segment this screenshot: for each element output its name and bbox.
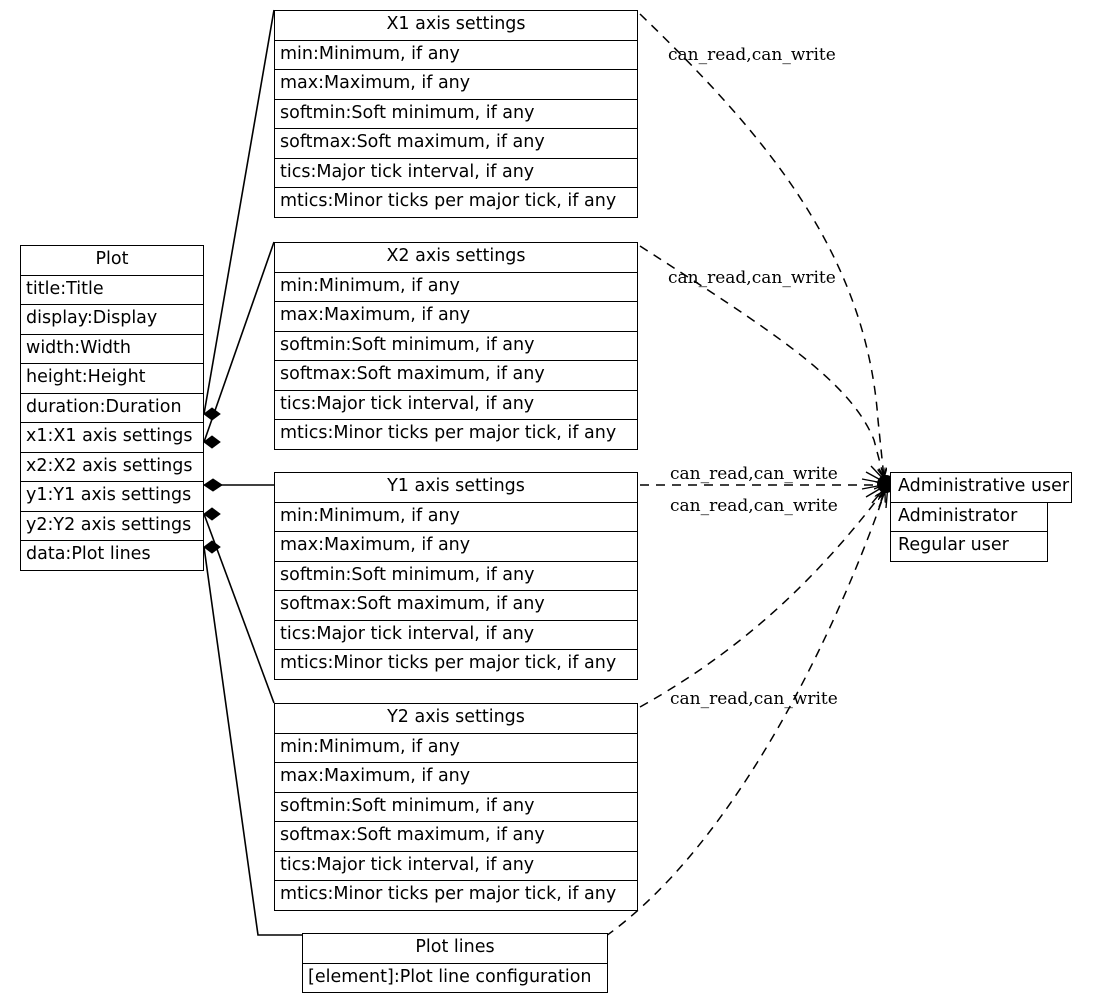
edge-label-x2-admin: can_read,can_write [668,268,836,288]
edge-label-y2-admin: can_read,can_write [670,496,838,516]
class-attr-y1-mtics: mtics:Minor ticks per major tick, if any [280,653,617,673]
class-attr-y2-softmax: softmax:Soft maximum, if any [275,822,637,852]
class-attr-y1-tics: tics:Major tick interval, if any [275,621,637,650]
class-box-y1-axis-settings[interactable]: Y1 axis settings min:Minimum, if any max… [274,472,638,680]
edge-label-x1-admin: can_read,can_write [668,45,836,65]
class-attr-adminuser-administrator: Administrator [890,502,1048,532]
class-attr-y1-min: min:Minimum, if any [275,503,637,532]
diamond-x1 [203,407,221,421]
class-attr-plot-data: data:Plot lines [26,544,151,564]
edge-label-plotlines-admin: can_read,can_write [670,689,838,709]
composition-diamonds [203,407,223,554]
edge-plot-x2 [203,241,275,443]
class-title-adminuser: Administrative user [890,472,1072,503]
diamond-y2 [203,507,221,521]
class-title-plotlines: Plot lines [303,934,607,964]
class-attr-x2-softmin: softmin:Soft minimum, if any [275,332,637,361]
class-attr-plot-height: height:Height [21,364,203,394]
class-title-y1: Y1 axis settings [275,473,637,503]
class-box-y2-axis-settings[interactable]: Y2 axis settings min:Minimum, if any max… [274,703,638,911]
diamond-y1 [203,478,223,492]
class-attr-plot-title: title:Title [21,276,203,305]
class-attr-plot-duration: duration:Duration [21,394,203,423]
edge-plot-y2 [203,513,275,704]
class-attr-plot-x1: x1:X1 axis settings [21,423,203,453]
class-attr-y2-min: min:Minimum, if any [275,734,637,763]
class-attr-plotlines-element: [element]:Plot line configuration [308,966,592,987]
class-attr-plot-x2: x2:X2 axis settings [21,453,203,482]
edge-y2-admin [639,491,884,708]
class-title-y2: Y2 axis settings [275,704,637,734]
class-attr-y2-max: max:Maximum, if any [275,763,637,793]
edge-x1-admin [639,13,884,478]
class-attr-plot-display: display:Display [21,305,203,335]
class-box-plot-lines[interactable]: Plot lines [element]:Plot line configura… [302,933,608,993]
class-attr-adminuser-regular-user: Regular user [890,532,1048,562]
class-attr-x2-max: max:Maximum, if any [275,302,637,332]
class-attr-x1-softmin: softmin:Soft minimum, if any [275,100,637,129]
diamond-plotlines [203,540,221,554]
class-box-plot[interactable]: Plot title:Title display:Display width:W… [20,245,204,571]
edge-plotlines-admin [605,492,885,937]
class-attr-x2-softmax: softmax:Soft maximum, if any [275,361,637,391]
class-attr-y1-max: max:Maximum, if any [275,532,637,562]
class-attr-y1-softmin: softmin:Soft minimum, if any [275,562,637,591]
class-attr-plot-width: width:Width [21,335,203,364]
class-box-x2-axis-settings[interactable]: X2 axis settings min:Minimum, if any max… [274,242,638,450]
class-attr-x1-max: max:Maximum, if any [275,70,637,100]
diamond-x2 [203,435,221,449]
class-attr-y1-softmax: softmax:Soft maximum, if any [275,591,637,621]
class-attr-x1-min: min:Minimum, if any [275,41,637,70]
edge-label-y1-admin: can_read,can_write [670,464,838,484]
class-title-plot: Plot [21,246,203,276]
class-attr-x2-tics: tics:Major tick interval, if any [275,391,637,420]
class-attr-plot-y1: y1:Y1 axis settings [21,482,203,512]
class-title-x1: X1 axis settings [275,11,637,41]
class-attr-x1-softmax: softmax:Soft maximum, if any [275,129,637,159]
class-attr-y2-softmin: softmin:Soft minimum, if any [275,793,637,822]
class-attr-y2-tics: tics:Major tick interval, if any [275,852,637,881]
class-attr-x2-mtics: mtics:Minor ticks per major tick, if any [280,423,617,443]
edge-convergence-marker [861,465,889,509]
class-attr-x2-min: min:Minimum, if any [275,273,637,302]
class-attr-x1-mtics: mtics:Minor ticks per major tick, if any [280,191,617,211]
class-attr-x1-tics: tics:Major tick interval, if any [275,159,637,188]
class-attr-y2-mtics: mtics:Minor ticks per major tick, if any [280,884,617,904]
class-box-x1-axis-settings[interactable]: X1 axis settings min:Minimum, if any max… [274,10,638,218]
class-title-x2: X2 axis settings [275,243,637,273]
class-box-administrative-user[interactable]: Administrative user Administrator Regula… [890,472,1072,562]
edge-plot-x1 [203,9,275,415]
class-attr-plot-y2: y2:Y2 axis settings [21,512,203,541]
